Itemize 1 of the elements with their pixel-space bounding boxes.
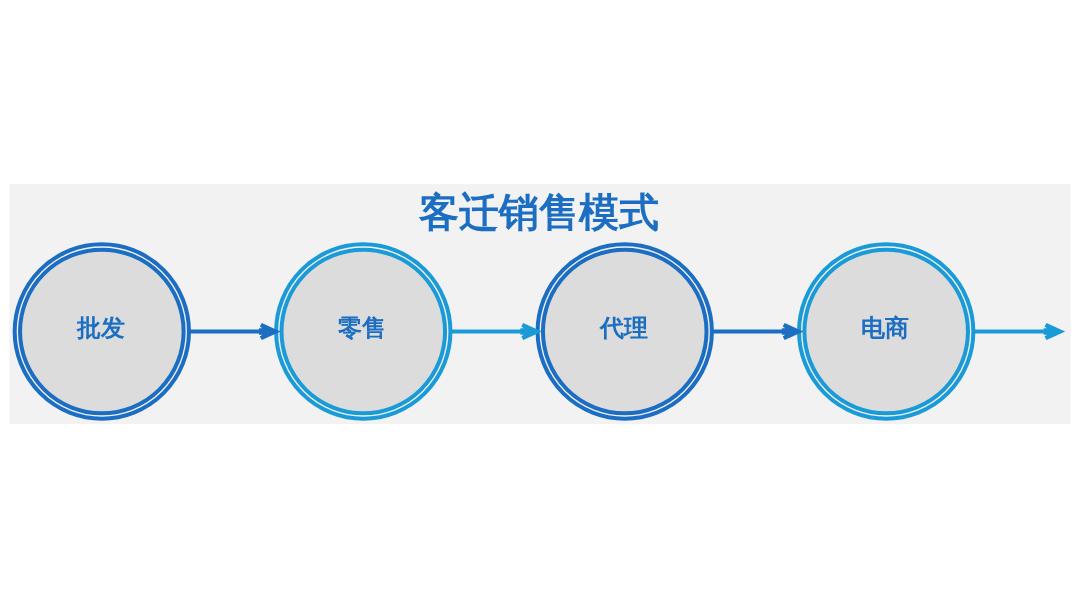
- diagram-title: 客迁销售模式: [418, 188, 659, 235]
